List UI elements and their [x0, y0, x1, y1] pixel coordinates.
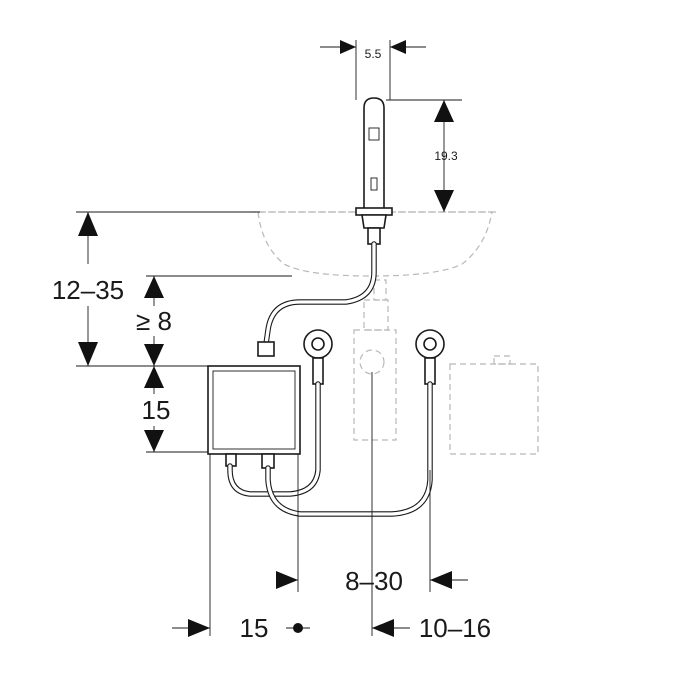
dim-wall-offset-label: 10–16: [419, 613, 491, 643]
faucet-spout: [355, 97, 393, 245]
dim-box-height: 15: [142, 366, 171, 452]
dim-box-width-label: 15: [240, 613, 269, 643]
dim-min-drop: ≥ 8: [136, 276, 172, 366]
extension-lines: [76, 40, 462, 636]
dim-wall-offset: 10–16: [372, 613, 491, 643]
dim-box-width: 15: [172, 613, 310, 643]
connection-hoses: [227, 381, 433, 517]
siphon-outline: [353, 279, 397, 441]
dim-min-drop-label: ≥ 8: [136, 306, 172, 336]
dim-outlet-spacing: 8–30: [276, 566, 468, 596]
control-box: [207, 365, 301, 469]
dim-basin-to-box-label: 12–35: [52, 275, 124, 305]
dim-box-height-label: 15: [142, 395, 171, 425]
dim-spout-width: 5.5: [320, 40, 426, 61]
dim-basin-to-box: 12–35: [52, 212, 124, 366]
dim-outlet-spacing-label: 8–30: [345, 566, 403, 596]
alternate-box-outline: [449, 355, 539, 455]
angle-valve-right: [415, 329, 445, 385]
dim-spout-width-label: 5.5: [365, 47, 382, 61]
angle-valve-left: [303, 329, 333, 385]
dim-spout-height-label: 19.3: [434, 149, 458, 163]
dim-spout-height: 19.3: [434, 100, 458, 212]
supply-hose-main: [257, 241, 377, 357]
